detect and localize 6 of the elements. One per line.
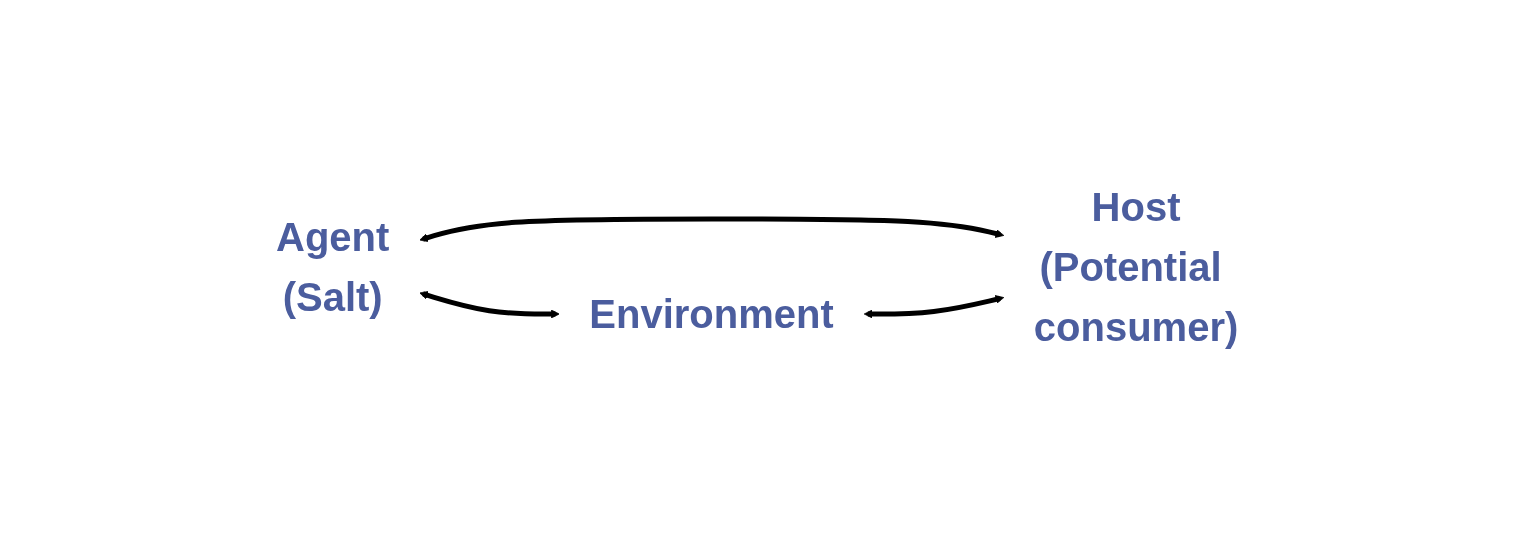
node-text: Host (Potential consumer) <box>1034 184 1239 349</box>
node-text: Agent (Salt) <box>276 214 390 319</box>
node-text: Environment <box>589 292 835 336</box>
arrow <box>419 216 1005 242</box>
arrow <box>864 295 1005 319</box>
arrow <box>419 291 561 319</box>
